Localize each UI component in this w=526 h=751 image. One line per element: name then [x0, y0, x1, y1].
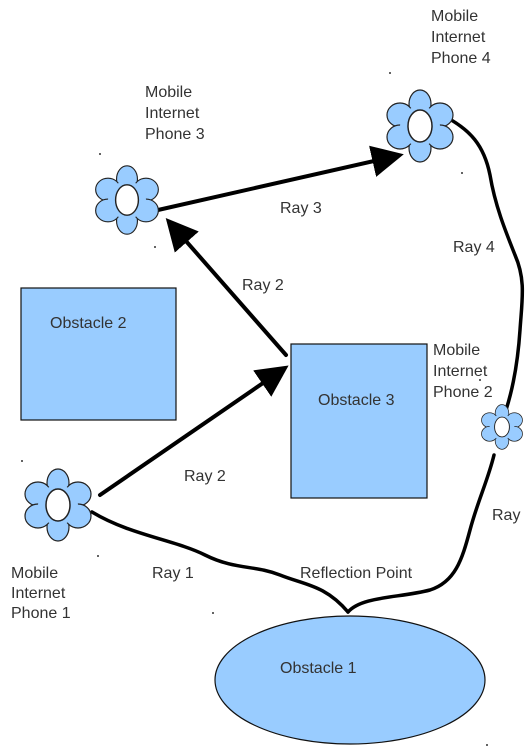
marker-dot [461, 172, 463, 174]
ray-2-upper-label: Ray 2 [242, 277, 284, 294]
phone-2-icon [481, 404, 523, 450]
marker-dot [389, 72, 391, 74]
marker-dot [21, 460, 23, 462]
obstacle-2-label: Obstacle 2 [50, 315, 127, 332]
ray-1-wavy-path [90, 510, 350, 614]
obstacle-1-ellipse [214, 615, 486, 745]
marker-dot [97, 555, 99, 557]
obstacle-2-box [20, 287, 177, 421]
reflection-point-label: Reflection Point [300, 565, 413, 582]
obstacle-3-box [290, 343, 428, 499]
marker-dot [212, 612, 214, 614]
phone-1-label: Mobile Internet Phone 1 [11, 565, 71, 622]
ray-4-label: Ray 4 [453, 239, 495, 256]
marker-dot [486, 744, 488, 746]
ray-3-arrow [156, 145, 404, 212]
phone-3-label: Mobile Internet Phone 3 [145, 84, 205, 143]
marker-dot [154, 246, 156, 248]
ray-1-label: Ray 1 [152, 565, 194, 582]
ray-4-wavy-path [444, 115, 525, 412]
ray-2-lower-label: Ray 2 [184, 468, 226, 485]
obstacle-1-label: Obstacle 1 [280, 660, 357, 677]
marker-dot [479, 379, 481, 381]
marker-dot [99, 153, 101, 155]
phone-3-icon [94, 165, 160, 235]
ray-2-upper-arrow [165, 217, 288, 357]
phone-1-icon [24, 468, 92, 542]
ray-3-label: Ray 3 [280, 200, 322, 217]
ray-partial-label: Ray [492, 507, 520, 524]
phone-2-label: Mobile Internet Phone 2 [433, 342, 493, 401]
phone-4-label: Mobile Internet Phone 4 [431, 8, 491, 67]
phone-4-icon [386, 89, 454, 163]
ray-reflected-wavy-path [346, 453, 496, 614]
ray-2-lower-arrow [98, 365, 289, 497]
obstacle-3-label: Obstacle 3 [318, 392, 395, 409]
